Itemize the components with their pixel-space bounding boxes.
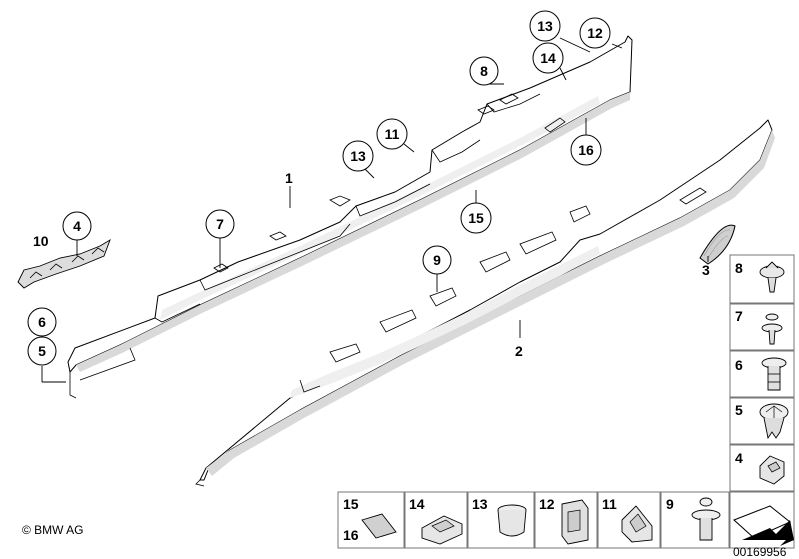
callout-8: 8 [469,56,499,86]
callout-13-lower: 13 [342,140,374,172]
legend-item-5[interactable]: 5 [735,402,789,440]
legend-item-14[interactable]: 14 [409,496,463,545]
callout-1-label: 1 [285,170,293,186]
reflector-part[interactable] [699,224,736,265]
legend-item-4[interactable]: 4 [735,450,785,485]
legend-12-label: 12 [539,496,555,512]
callout-9: 9 [422,245,452,275]
legend-item-6[interactable]: 6 [735,357,787,391]
callout-13-upper-label: 13 [537,18,553,34]
callout-1: 1 [285,170,293,186]
legend-9-label: 9 [666,496,674,512]
callout-6: 6 [27,307,57,337]
legend-item-7[interactable]: 7 [735,308,783,345]
callout-14-label: 14 [540,50,556,66]
diagram-number: 00169956 [733,545,787,559]
callout-6-label: 6 [38,314,46,330]
callout-9-label: 9 [433,252,441,268]
legend-13-label: 13 [472,496,488,512]
legend-14-label: 14 [409,496,425,512]
legend-4-label: 4 [735,450,743,466]
legend-bottom: 15 16 14 13 12 11 9 [337,491,795,549]
callout-11: 11 [376,118,408,150]
callout-2-label: 2 [515,343,523,359]
callout-10: 10 [33,233,49,249]
callout-12: 12 [579,17,611,49]
legend-item-9[interactable]: 9 [666,496,721,541]
legend-6-label: 6 [735,357,743,373]
lower-sill-panel[interactable] [195,119,775,487]
copyright-text: © BMW AG [22,523,84,537]
callout-13-upper: 13 [529,10,561,42]
legend-item-8[interactable]: 8 [735,260,785,293]
callout-8-label: 8 [480,63,488,79]
callout-15-label: 15 [468,210,484,226]
callout-12-label: 12 [587,25,603,41]
callout-2: 2 [515,343,523,359]
legend-item-12[interactable]: 12 [539,496,589,545]
legend-15-label: 15 [343,496,359,512]
legend-11-label: 11 [602,496,617,512]
legend-7-label: 7 [735,308,743,324]
legend-5-label: 5 [735,402,743,418]
callout-11-label: 11 [385,126,400,142]
callout-13-lower-label: 13 [350,148,366,164]
callout-15: 15 [460,202,492,234]
callout-7-label: 7 [216,216,224,232]
leader-lines [41,37,709,383]
callout-4-label: 4 [73,218,81,234]
legend-item-13[interactable]: 13 [472,496,527,537]
legend-item-15-16[interactable]: 15 16 [343,496,397,543]
legend-right: 8 7 6 5 4 [729,254,795,492]
legend-8-label: 8 [735,260,743,276]
legend-misc-arrow [733,505,794,546]
callout-5: 5 [27,336,57,366]
callout-3-label: 3 [702,262,710,278]
legend-16-label: 16 [343,527,359,543]
legend-item-11[interactable]: 11 [602,496,653,543]
callout-7: 7 [205,209,235,239]
callout-5-label: 5 [38,343,46,359]
callout-16-label: 16 [578,142,594,158]
callout-10-label: 10 [33,233,49,249]
upper-sill-panel[interactable] [67,35,633,399]
bracket-strip[interactable] [17,238,111,289]
callout-16: 16 [570,134,602,166]
callout-3: 3 [702,262,710,278]
callout-4: 4 [62,211,92,241]
callout-14: 14 [532,42,564,74]
